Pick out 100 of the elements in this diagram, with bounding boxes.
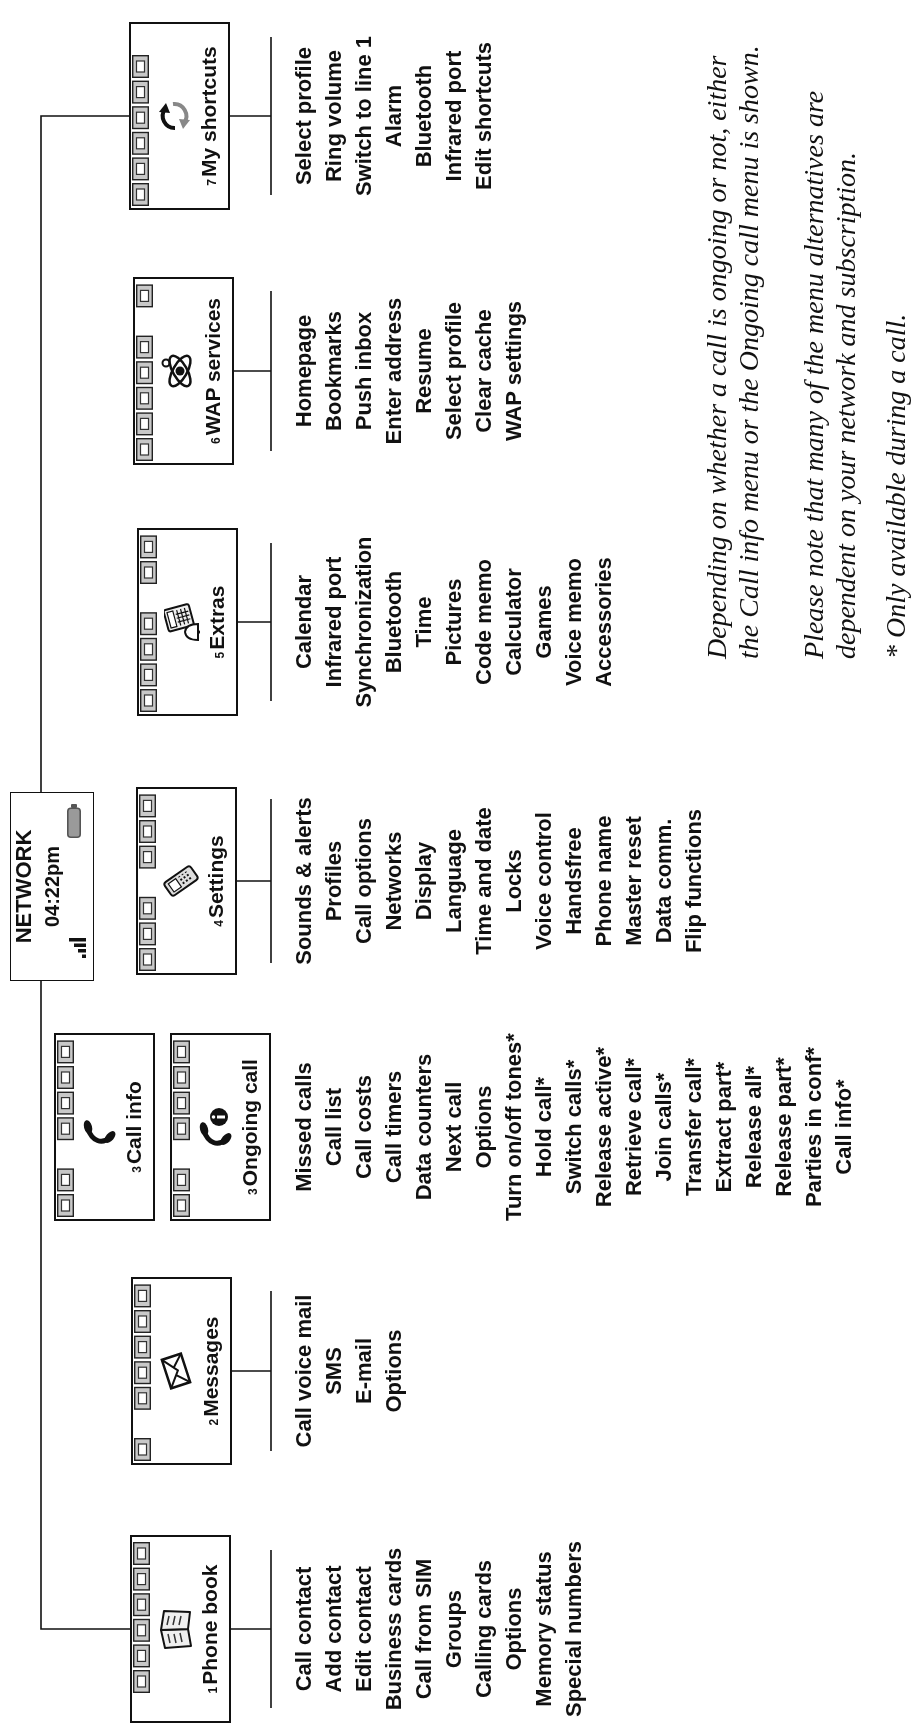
menu-number: 4 [212, 920, 226, 927]
menu-item: E-mail [350, 1338, 377, 1404]
menu-title: WAP services [201, 297, 224, 436]
menu-title: Messages [199, 1316, 222, 1417]
menu-item: Time [410, 596, 437, 648]
menu-item: Master reset [620, 816, 647, 946]
menu-item: Synchronization [350, 536, 377, 708]
menu-item: Homepage [290, 314, 317, 428]
menu-screen [137, 528, 238, 716]
menu-screen [136, 787, 237, 975]
connector-line [231, 1370, 272, 1372]
menu-item: Bookmarks [320, 311, 347, 431]
menu-item: Call list [320, 1087, 347, 1167]
menu-title: Ongoing call [238, 1059, 261, 1187]
menu-screen [133, 277, 234, 465]
menu-item: Calculator [500, 568, 527, 676]
menu-item: Flip functions [680, 808, 707, 954]
menu-item: Release all* [740, 1065, 767, 1189]
menu-item: Retrieve call* [620, 1057, 647, 1197]
menu-item: Extract part* [710, 1061, 737, 1193]
menu-item: Data comm. [650, 818, 677, 944]
connector-line [237, 621, 272, 623]
menu-title: Settings [204, 835, 227, 919]
menu-item: Call info* [830, 1079, 857, 1175]
connector-line [233, 370, 272, 372]
menu-item: Games [530, 585, 557, 659]
menu-item: Infrared port [440, 50, 467, 182]
note-text: Please note that many of the menu alternatives are dependent on your network and subscription. [798, 89, 862, 659]
menu-item: Calendar [290, 574, 317, 670]
menu-number: 3 [246, 1188, 260, 1195]
note-text: Depending on whether a call is ongoing or not, either the Call info menu or the Ongoing call menu is shown. [701, 44, 765, 659]
menu-item: Infrared port [320, 556, 347, 688]
menu-item: Clear cache [470, 309, 497, 433]
menu-item: Data counters [410, 1053, 437, 1201]
menu-number: 5 [213, 651, 227, 659]
menu-title: Extras [205, 585, 228, 650]
menu-number: 6 [209, 437, 223, 445]
menu-item: Bluetooth [410, 64, 437, 168]
connector-line [229, 115, 272, 117]
menu-item: Time and date [470, 807, 497, 955]
menu-title: My shortcuts [197, 46, 220, 177]
menu-screen [54, 1033, 155, 1221]
menu-item: Next call [440, 1081, 467, 1173]
menu-item: SMS [320, 1347, 347, 1395]
menu-item: Call costs [350, 1075, 377, 1179]
connector-line [236, 880, 272, 882]
menu-item: Options [380, 1329, 407, 1413]
menu-screen [170, 1033, 271, 1221]
menu-item: Sounds & alerts [290, 797, 317, 965]
menu-item: Transfer call* [680, 1057, 707, 1197]
menu-item: Edit shortcuts [470, 42, 497, 190]
menu-title: Phone book [198, 1564, 221, 1685]
menu-item: Profiles [320, 840, 347, 922]
clock-time: 04:22pm [41, 845, 63, 928]
menu-item: Networks [380, 831, 407, 931]
menu-item: Voice memo [560, 558, 587, 686]
menu-item: WAP settings [500, 300, 527, 442]
menu-item: Call from SIM [410, 1558, 437, 1700]
connector-line [40, 115, 130, 793]
menu-item: Switch calls* [560, 1059, 587, 1195]
menu-item: Bluetooth [380, 570, 407, 674]
menu-item: Call timers [380, 1070, 407, 1184]
network-name: NETWORK [11, 829, 36, 944]
menu-item: Switch to line 1 [350, 35, 377, 197]
note-text: * Only available during a call. [880, 312, 912, 659]
menu-item: Options [470, 1085, 497, 1169]
menu-item: Call contact [290, 1566, 317, 1692]
menu-number: 2 [207, 1418, 221, 1426]
menu-item: Ring volume [320, 50, 347, 182]
menu-item: Turn on/off tones* [500, 1033, 527, 1221]
menu-item: Enter address [380, 297, 407, 445]
menu-item: Options [500, 1587, 527, 1671]
menu-item: Business cards [380, 1547, 407, 1711]
menu-number: 7 [205, 179, 219, 186]
menu-item: Release part* [770, 1057, 797, 1197]
menu-item: Special numbers [560, 1540, 587, 1718]
menu-item: Missed calls [290, 1062, 317, 1192]
menu-item: Parties in conf* [800, 1046, 827, 1208]
menu-item: Select profile [290, 46, 317, 186]
menu-screen [130, 1535, 231, 1723]
menu-item: Push inbox [350, 311, 377, 431]
connector-line [40, 980, 131, 1630]
menu-item: Display [410, 841, 437, 921]
menu-item: Add contact [320, 1565, 347, 1693]
menu-screen [131, 1277, 232, 1465]
menu-item: Groups [440, 1589, 467, 1669]
menu-title: Call info [122, 1081, 145, 1165]
connector-line [230, 1628, 272, 1630]
menu-number: 3 [130, 1166, 144, 1173]
menu-item: Code memo [470, 559, 497, 685]
menu-item: Language [440, 829, 467, 933]
menu-item: Call voice mail [290, 1294, 317, 1448]
menu-number: 1 [206, 1686, 220, 1694]
menu-item: Handsfree [560, 827, 587, 935]
menu-item: Call options [350, 818, 377, 944]
menu-item: Pictures [440, 578, 467, 666]
menu-screen [129, 22, 230, 210]
menu-item: Accessories [590, 557, 617, 687]
menu-item: Calling cards [470, 1559, 497, 1699]
menu-item: Release active* [590, 1046, 617, 1208]
